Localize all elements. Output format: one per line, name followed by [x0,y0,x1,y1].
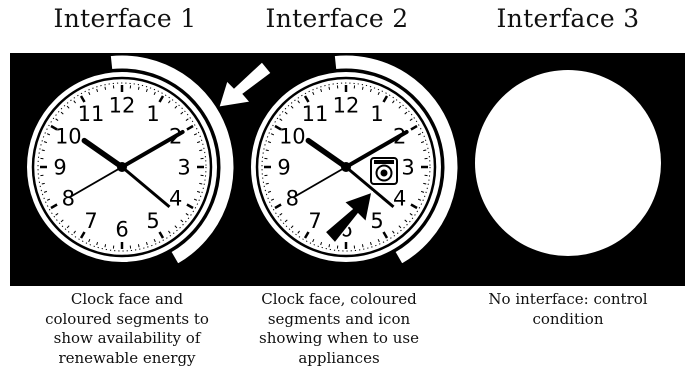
clock-number: 7 [308,209,321,233]
clock-number: 9 [53,156,66,180]
caption-line: Clock face, coloured [234,290,444,310]
clock-number: 4 [393,187,406,211]
clock-face-interface-2: 121234567891011 [250,55,458,264]
clock-center [117,162,127,172]
clock-number: 7 [84,209,97,233]
clock-number: 8 [286,187,299,211]
clock-number: 3 [401,156,414,180]
caption-line: No interface: control [463,290,673,310]
clock-center [341,162,351,172]
caption-line: show availability of [22,329,232,349]
clock-number: 11 [78,102,105,126]
caption-interface-2: Clock face, coloured segments and icon s… [234,290,444,368]
clock-number: 5 [146,209,159,233]
caption-line: renewable energy [22,349,232,369]
clock-number: 5 [370,209,383,233]
caption-line: coloured segments to [22,310,232,330]
clock-number: 12 [109,94,136,118]
washing-machine-icon [371,158,397,184]
clock-number: 10 [55,125,82,149]
clock-number: 8 [62,187,75,211]
caption-interface-3: No interface: control condition [463,290,673,329]
clock-number: 12 [333,94,360,118]
clock-face-interface-1: 121234567891011 [26,55,234,264]
caption-line: segments and icon [234,310,444,330]
caption-line: appliances [234,349,444,369]
caption-line: showing when to use [234,329,444,349]
clock-number: 4 [169,187,182,211]
clock-number: 1 [146,102,159,126]
clock-number: 1 [370,102,383,126]
arrow-pointing-to-segment-icon [219,62,271,107]
clock-number: 3 [177,156,190,180]
clock-number: 9 [277,156,290,180]
clock-number: 10 [279,125,306,149]
blank-white-disc [475,70,661,256]
caption-line: Clock face and [22,290,232,310]
clock-number: 6 [115,218,128,242]
clock-number: 11 [302,102,329,126]
caption-line: condition [463,310,673,330]
caption-interface-1: Clock face and coloured segments to show… [22,290,232,368]
